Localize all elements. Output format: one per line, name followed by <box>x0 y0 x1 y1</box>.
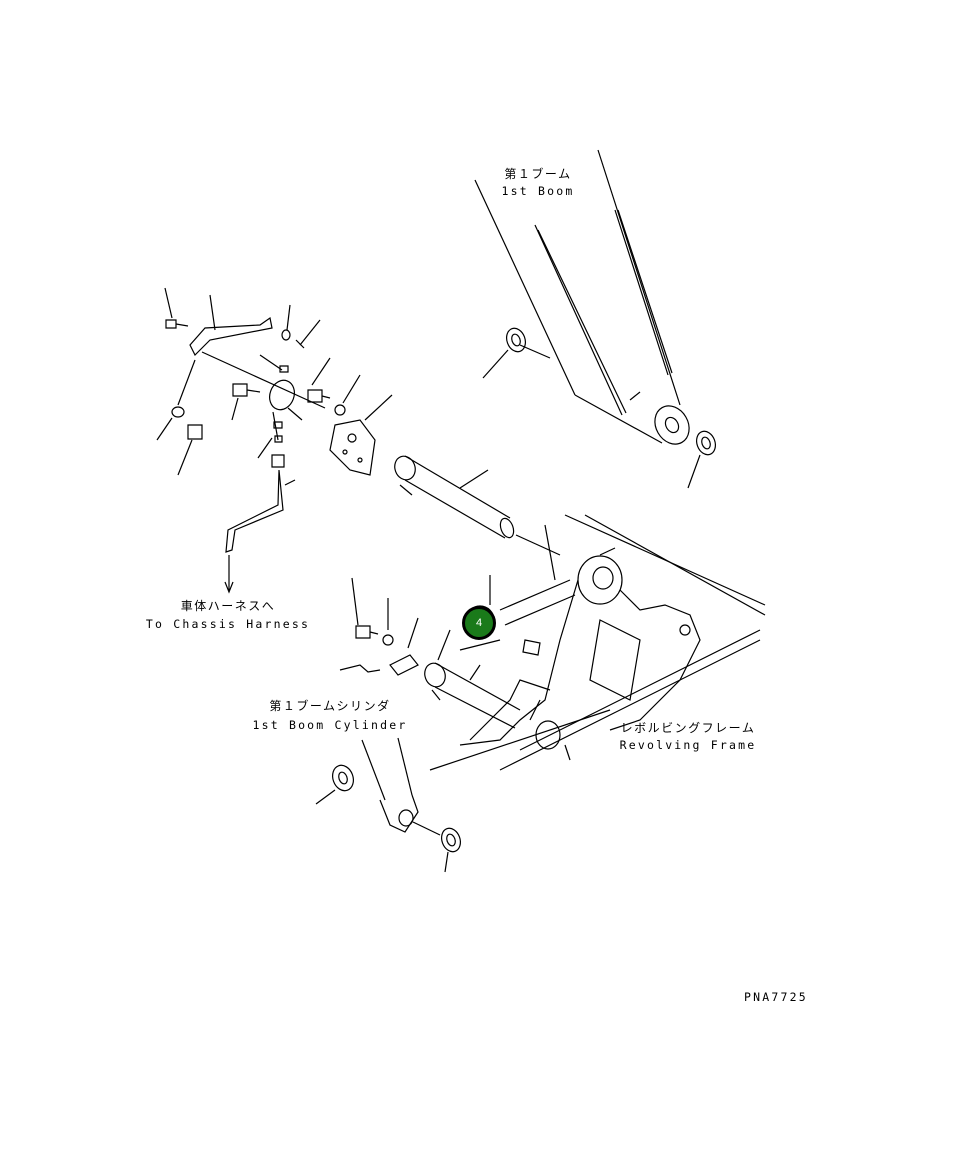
cylinder-label-en: 1st Boom Cylinder <box>252 718 408 732</box>
boom-cylinder <box>340 665 440 835</box>
harness-label-en: To Chassis Harness <box>145 617 311 631</box>
revolving-frame <box>430 515 765 770</box>
part-callout-4[interactable]: 4 <box>462 606 496 640</box>
boom-label-en: 1st Boom <box>501 184 575 198</box>
drawing-code: PNA7725 <box>744 990 808 1004</box>
cylinder-label-jp: 第１ブームシリンダ <box>269 699 391 713</box>
frame-label-jp: レボルビングフレーム <box>620 721 756 735</box>
washer-parts <box>316 326 719 872</box>
boom-part <box>475 150 696 450</box>
cylinder-pin <box>352 578 520 728</box>
boom-label-jp: 第１ブーム <box>504 167 572 181</box>
boom-pin <box>391 453 560 555</box>
harness-bracket <box>157 288 392 592</box>
harness-label-jp: 車体ハーネスへ <box>180 599 276 613</box>
frame-label-en: Revolving Frame <box>619 738 757 752</box>
